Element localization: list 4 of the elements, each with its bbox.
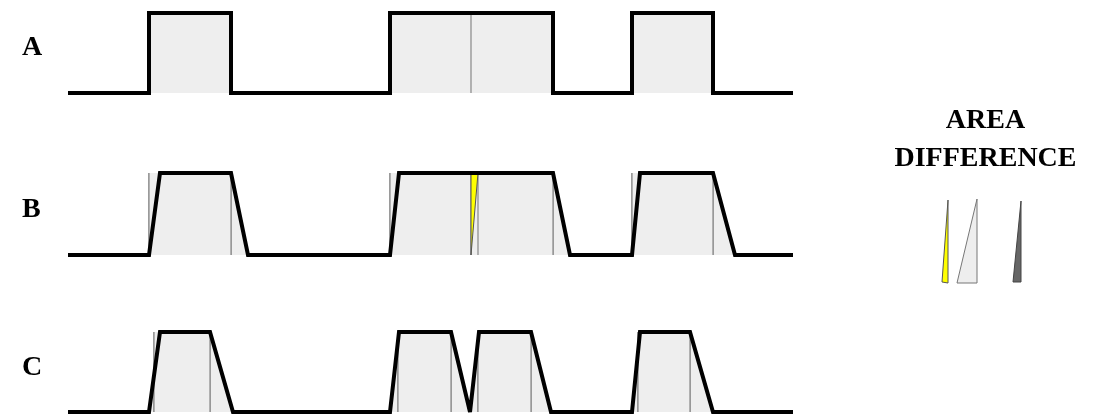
row-label: C bbox=[22, 350, 43, 382]
row-label: A bbox=[22, 30, 43, 62]
heading: AREA DIFFERENCE bbox=[893, 102, 1078, 174]
row-label: B bbox=[22, 192, 41, 224]
